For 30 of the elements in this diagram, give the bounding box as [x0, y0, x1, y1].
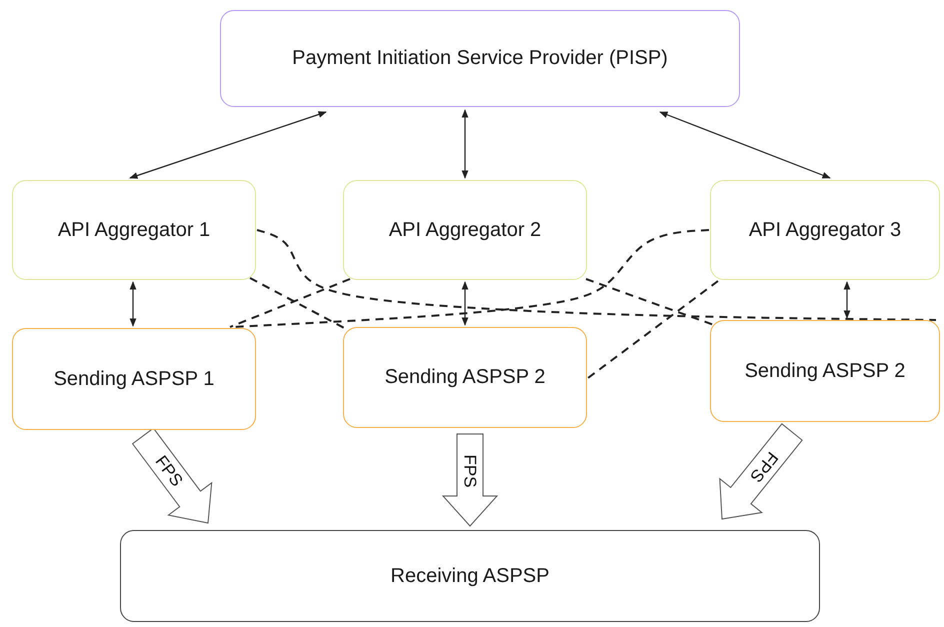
- dashed-connector: [586, 278, 714, 326]
- block-arrow: [132, 428, 212, 524]
- bank-box: [343, 327, 587, 428]
- aggregator-box: [343, 180, 587, 280]
- arrow: [462, 281, 468, 326]
- box-label: API Aggregator 3: [748, 218, 902, 242]
- arrow: [659, 111, 831, 179]
- bank-box: [120, 530, 820, 622]
- bank-box: [710, 320, 940, 422]
- box-label: API Aggregator 2: [388, 218, 542, 242]
- box-label: Sending ASPSP 2: [384, 366, 546, 389]
- bank-box: [12, 328, 256, 430]
- provider-box: [220, 10, 740, 107]
- dashed-connector: [230, 278, 350, 328]
- edge-label: FPS: [462, 454, 478, 488]
- arrow: [129, 111, 327, 179]
- box-label: Receiving ASPSP: [390, 564, 550, 588]
- dashed-connector: [587, 280, 719, 379]
- aggregator-box: [12, 180, 256, 280]
- block-arrow: [719, 423, 803, 520]
- aggregator-box: [710, 180, 940, 280]
- box-label: Payment Initiation Service Provider (PISP): [292, 47, 668, 70]
- box-label: Sending ASPSP 2: [744, 360, 906, 382]
- arrow: [844, 281, 850, 319]
- box-label: Sending ASPSP 1: [54, 368, 214, 390]
- arrow: [130, 281, 136, 327]
- dashed-connector: [256, 229, 936, 321]
- arrow: [462, 109, 468, 179]
- block-arrow: [442, 434, 498, 527]
- box-label: API Aggregator 1: [58, 218, 210, 242]
